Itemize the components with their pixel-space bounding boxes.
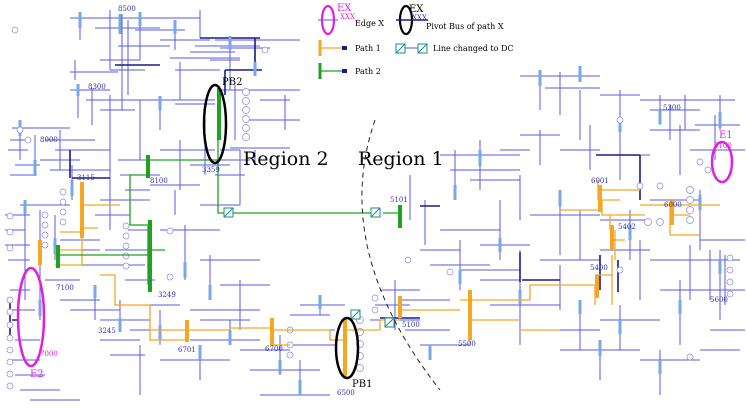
bus-labels: 8500 8300 8000 8100 3359 3115 3249 7100 …: [40, 5, 728, 397]
legend-path1-label: Path 1: [355, 44, 381, 53]
bus-label-7100: 7100: [56, 284, 74, 292]
path-1-lines: [55, 180, 720, 346]
bus-label-3249: 3249: [158, 291, 176, 299]
legend-pivot-label: Pivot Bus of path X: [426, 22, 504, 31]
legend-pivot-code-bottom: XXX: [412, 14, 427, 22]
legend-dc-slash-a: [395, 43, 406, 54]
edge-marker-e2: [16, 266, 46, 368]
network-lines: [5, 10, 745, 401]
bus-label-5300: 5300: [663, 104, 681, 112]
bus-label-5402: 5402: [618, 223, 636, 231]
path-2-buses: [56, 88, 402, 292]
dc-box-2: [370, 207, 381, 218]
generator-symbols: [6, 26, 734, 390]
bus-label-3115: 3115: [77, 174, 95, 182]
bus-label-6001: 6001: [591, 177, 609, 185]
legend-dc-label: Line changed to DC: [433, 44, 513, 53]
bus-label-8100: 8100: [150, 177, 168, 185]
bus-label-5600: 5600: [710, 296, 728, 304]
bus-label-5101: 5101: [390, 196, 408, 204]
legend-pivot-code-top: EX: [409, 4, 424, 15]
dc-box-1: [223, 207, 234, 218]
pivot-marker-pb1: [334, 316, 360, 380]
bus-label-5500: 5500: [458, 340, 476, 348]
legend-path1-end: [342, 46, 347, 50]
bus-label-5400: 5400: [590, 264, 608, 272]
bus-label-6700: 6700: [265, 345, 283, 353]
region-2-label: Region 2: [243, 148, 329, 170]
bus-label-3245: 3245: [98, 327, 116, 335]
e1-bus-label: 5100: [714, 142, 732, 150]
dc-box-4: [384, 317, 395, 328]
bus-bars: [18, 12, 722, 395]
region-1-label: Region 1: [358, 148, 444, 170]
e1-label: E1: [719, 130, 733, 141]
bus-label-3359: 3359: [202, 166, 220, 174]
bus-label-5100: 5100: [402, 321, 420, 329]
legend-path2-end: [342, 69, 347, 73]
e2-label: E2: [30, 369, 44, 380]
region-divider: [361, 119, 441, 391]
pivot-marker-pb2: [202, 83, 228, 165]
legend-edge-code-top: EX: [337, 3, 352, 14]
edge-marker-e1: [710, 140, 734, 184]
pb2-label: PB2: [222, 77, 242, 88]
bus-label-6500: 6500: [337, 389, 355, 397]
legend-edge-label: Edge X: [355, 19, 384, 28]
bus-label-8000: 8000: [40, 136, 58, 144]
legend-path2-label: Path 2: [355, 67, 381, 76]
bus-label-6000: 6000: [664, 201, 682, 209]
bus-label-8300: 8300: [88, 83, 106, 91]
bus-label-6701: 6701: [178, 346, 196, 354]
legend-edge-code-bottom: XXX: [340, 13, 355, 21]
dc-box-3: [350, 309, 361, 320]
pb1-label: PB1: [352, 379, 372, 390]
path-1-buses: [38, 182, 674, 378]
path-2-lines: [60, 90, 400, 285]
legend: EX XXX Edge X EX XXX Pivot Bus of path X…: [318, 3, 513, 79]
dc-converter-boxes: [223, 207, 395, 328]
bus-label-8500: 8500: [118, 5, 136, 13]
legend-dc-slash-b: [417, 43, 428, 54]
e2-bus-label: 7000: [40, 350, 58, 358]
